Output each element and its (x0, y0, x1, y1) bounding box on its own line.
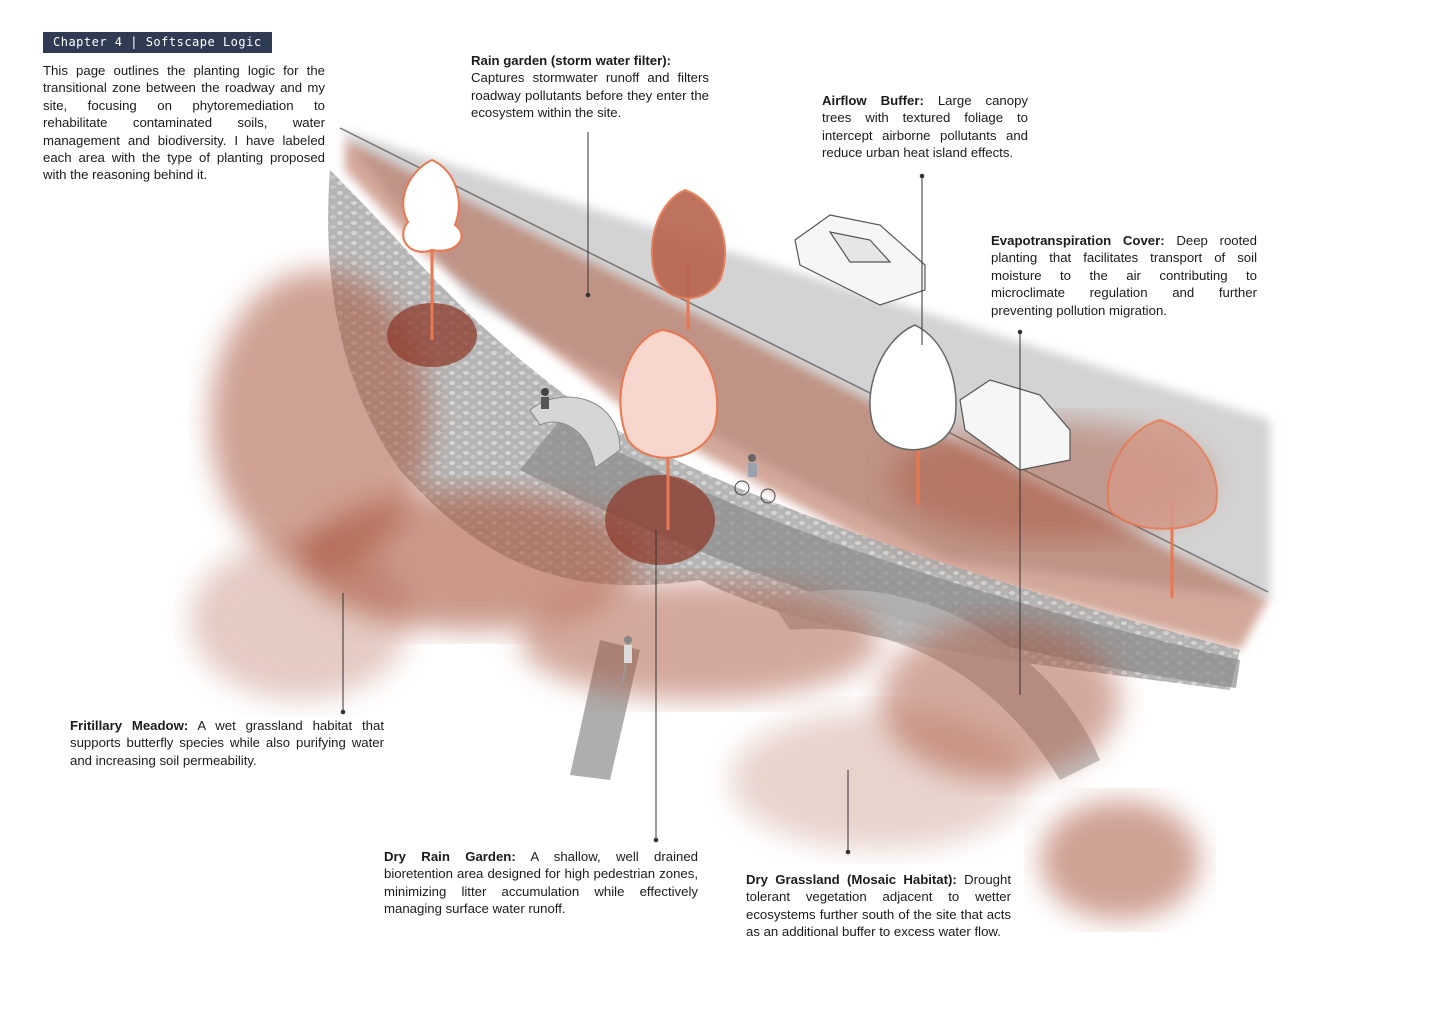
tree-roadside-east (1106, 418, 1218, 598)
annotation-evapotranspiration: Evapotranspiration Cover: Deep rooted pl… (991, 232, 1257, 319)
planting-masses (190, 270, 1210, 920)
annotation-body: Large canopy trees with textured foliage… (822, 93, 1029, 161)
annotation-body: Deep rooted planting that facilitates tr… (991, 233, 1257, 318)
tree-plaza-central (619, 328, 719, 530)
leader-lines (340, 132, 1023, 855)
annotation-body: Drought tolerant vegetation adjacent to … (746, 872, 1011, 940)
annotation-title: Evapotranspiration Cover: (991, 233, 1165, 248)
annotation-fritillary-meadow: Fritillary Meadow: A wet grassland habit… (70, 717, 384, 769)
annotation-airflow-buffer: Airflow Buffer: Large canopy trees with … (822, 92, 1028, 162)
tree-roadside-1 (650, 188, 726, 330)
car-1 (794, 214, 926, 306)
annotation-title: Dry Grassland (Mosaic Habitat): (746, 872, 957, 887)
person-seated (541, 388, 549, 409)
annotation-body: Captures stormwater runoff and filters r… (471, 70, 709, 121)
annotation-rain-garden: Rain garden (storm water filter): Captur… (471, 52, 709, 122)
person-walking (621, 636, 632, 685)
annotation-title: Rain garden (storm water filter): (471, 53, 672, 68)
annotation-title: Dry Rain Garden: (384, 849, 516, 864)
annotation-dry-grassland: Dry Grassland (Mosaic Habitat): Drought … (746, 871, 1011, 941)
person-cyclist (734, 454, 776, 504)
annotation-title: Fritillary Meadow: (70, 718, 189, 733)
annotation-dry-rain-garden: Dry Rain Garden: A shallow, well drained… (384, 848, 698, 918)
annotation-body: A wet grassland habitat that supports bu… (70, 718, 384, 768)
annotation-title: Airflow Buffer: (822, 93, 924, 108)
car-2 (959, 379, 1071, 471)
bench (529, 396, 621, 469)
tree-airflow-buffer (869, 324, 957, 505)
intro-paragraph: This page outlines the planting logic fo… (43, 63, 325, 183)
annotation-body: A shallow, well drained bioretention are… (384, 849, 698, 917)
tree-rain-garden-north (402, 158, 463, 340)
chapter-tag: Chapter 4 | Softscape Logic (43, 32, 272, 53)
